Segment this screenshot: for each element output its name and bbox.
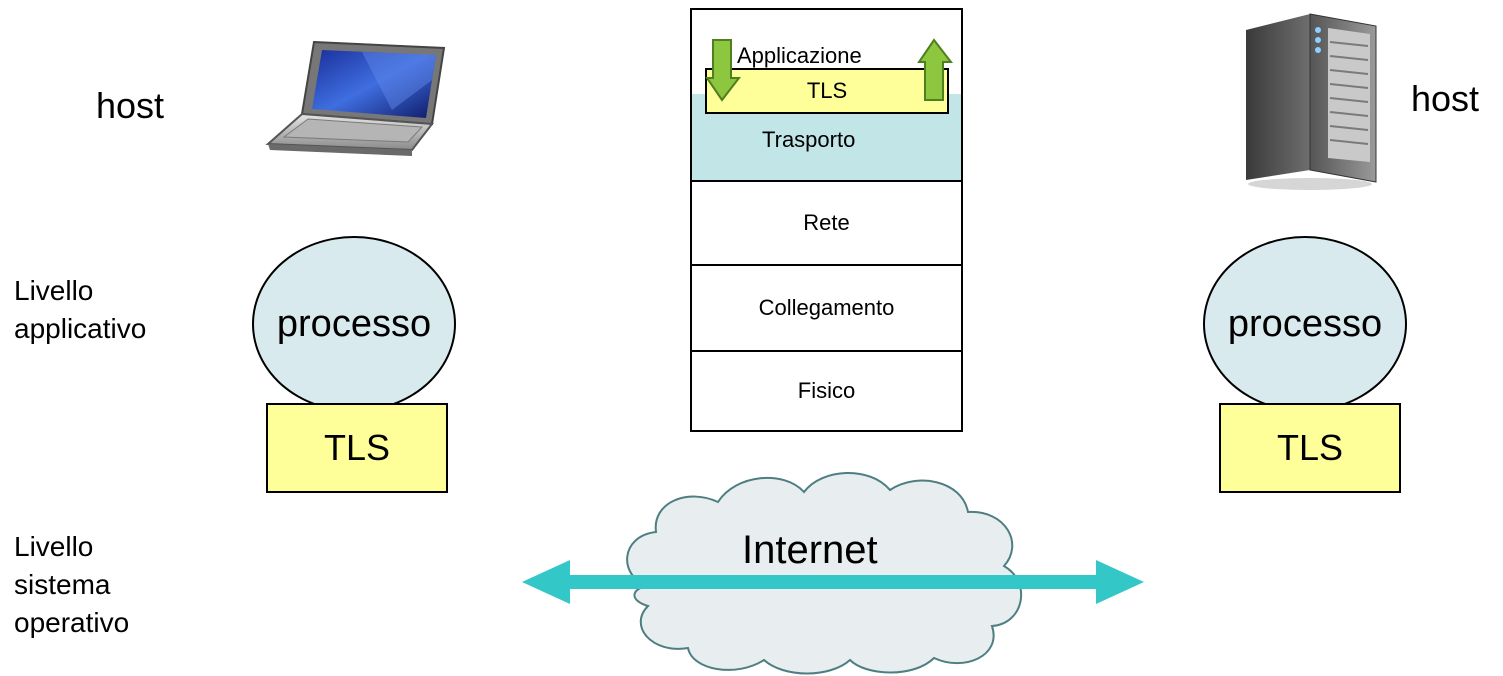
os-level-line-2: sistema — [14, 569, 111, 600]
stack-collegamento-label: Collegamento — [758, 295, 895, 320]
app-level-label: Livello applicativo — [14, 272, 146, 348]
connection-arrow — [522, 560, 1144, 604]
right-process-circle: processo — [1203, 236, 1407, 412]
cloud-label: Internet — [742, 528, 878, 572]
left-tcp-label: TCP — [320, 553, 408, 602]
os-level-label: Livello sistema operativo — [14, 528, 129, 642]
app-level-line-1: Livello — [14, 275, 94, 306]
stack-tls-label: TLS — [806, 78, 848, 103]
right-tcp-label: TCP — [1273, 553, 1361, 602]
stack-layer-fisico: Fisico — [692, 350, 961, 430]
left-tcp-box: TCP — [220, 480, 508, 676]
os-level-line-1: Livello — [14, 531, 94, 562]
left-process-label: processo — [276, 302, 432, 345]
stack-rete-label: Rete — [803, 210, 850, 235]
right-process-label: processo — [1227, 302, 1383, 345]
app-level-line-2: applicativo — [14, 313, 147, 344]
stack-up-arrow-icon — [917, 38, 953, 101]
stack-applicazione-label: Applicazione — [737, 43, 862, 68]
laptop-icon — [265, 40, 446, 156]
left-tls-label: TLS — [323, 427, 391, 468]
server-icon — [1246, 13, 1377, 190]
stack-fisico-label: Fisico — [797, 378, 856, 403]
os-level-line-3: operativo — [14, 607, 130, 638]
stack-down-arrow-icon — [705, 39, 741, 102]
left-host-label: host — [96, 85, 165, 126]
stack-layer-collegamento: Collegamento — [692, 264, 961, 350]
right-host-label: host — [1411, 78, 1480, 119]
right-tls-box: TLS — [1219, 403, 1401, 493]
right-tcp-box: TCP — [1173, 480, 1461, 676]
stack-tls-layer: TLS — [705, 68, 949, 114]
stack-trasporto-label: Trasporto — [762, 127, 856, 152]
left-tls-box: TLS — [266, 403, 448, 493]
stack-layer-rete: Rete — [692, 180, 961, 264]
left-process-circle: processo — [252, 236, 456, 412]
right-tls-label: TLS — [1276, 427, 1344, 468]
